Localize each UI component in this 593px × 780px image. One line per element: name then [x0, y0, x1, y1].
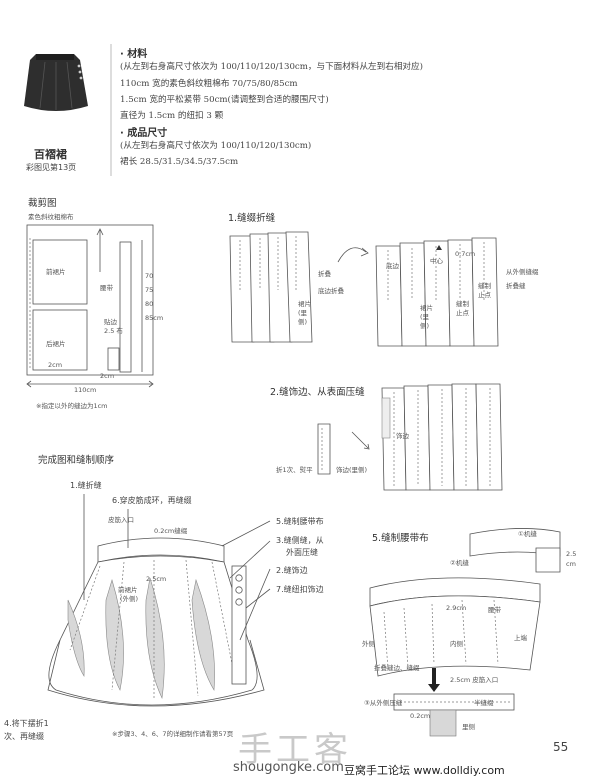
step2-fold-note: 折1次、熨平	[276, 466, 313, 474]
fin-piece-sub: (外侧)	[120, 595, 139, 603]
step5-outside: ③从外侧压缝	[364, 699, 403, 707]
cutting-diagram	[26, 224, 154, 388]
fin-dim25: 2.5cm	[146, 575, 167, 583]
step5-waist: 腰带	[488, 606, 501, 614]
skirt-photo	[24, 54, 88, 111]
fin-step7: 7.缝纽扣饰边	[276, 585, 324, 594]
step1-title: 1.缝缀折缝	[228, 213, 276, 224]
length-80: 80	[145, 300, 154, 308]
fin-entry: 皮筋入口	[108, 516, 134, 524]
step2-trim-inside: 饰边(里侧)	[336, 466, 368, 474]
materials-line-sizes: (从左到右身高尺寸依次为 100/110/120/130cm，与下面材料从左到右…	[120, 62, 423, 72]
waistband-label: 腰带	[100, 284, 113, 292]
step5-outer: 外侧	[362, 640, 375, 648]
fin-step3b: 外面压缝	[286, 548, 318, 557]
step5-fold: 折叠缝边、缝缀	[374, 664, 420, 672]
page-number: 55	[553, 740, 569, 754]
step5-entry: 2.5cm 皮筋入口	[450, 676, 499, 684]
forum-credit: 豆窝手工论坛 www.dolldiy.com	[344, 764, 505, 777]
step1-stitch-stop: 缝制止点	[456, 300, 469, 317]
cutting-fabric: 素色斜纹粗棉布	[28, 213, 74, 221]
step5-title: 5.缝制腰带布	[372, 533, 429, 544]
watermark-site: shougongke.com	[233, 760, 344, 775]
product-name: 百褶裙	[34, 148, 67, 161]
step1-outside: 从外侧缝缀	[506, 268, 539, 276]
step1-bottom-fold: 底边折叠	[318, 287, 344, 295]
seam-note: ※指定以外的缝边为1cm	[36, 402, 108, 410]
length-70: 70	[145, 272, 154, 280]
step5-dim29: 2.9cm	[446, 604, 467, 612]
width-110: 110cm	[74, 386, 97, 394]
finished-skirt-diagram	[47, 494, 271, 707]
front-piece-label: 前裙片	[46, 268, 66, 276]
fin-step6: 6.穿皮筋成环，再缝缀	[112, 496, 192, 505]
step1-piece-inside-b: 裙片(里侧)	[420, 304, 433, 330]
two-cm-a: 2cm	[48, 361, 63, 369]
length-85: 85cm	[145, 314, 164, 322]
finished-size-sizes: (从左到右身高尺寸依次为 100/110/120/130cm)	[120, 141, 312, 151]
finished-size-length: 裙长 28.5/31.5/34.5/37.5cm	[120, 157, 239, 167]
step5-d02: 0.2cm	[410, 712, 431, 720]
materials-line-buttons: 直径为 1.5cm 的纽扣 3 颗	[120, 111, 224, 121]
fin-piece: 前裙片	[118, 586, 138, 594]
fin-step4b: 次、再缝缀	[4, 732, 44, 741]
step2-diagram	[317, 383, 503, 491]
step1-fold: 折叠	[318, 270, 331, 278]
fin-step2: 2.缝饰边	[276, 566, 308, 575]
step5-dim25: 2.5	[566, 550, 577, 558]
step5-inside: 里侧	[462, 723, 475, 731]
step5-inner: 内侧	[450, 640, 463, 648]
step1-center: 中心	[430, 257, 443, 265]
step5-top: 上端	[514, 634, 527, 642]
step5-half: 半缝缀	[474, 699, 494, 707]
step1-fold-stitch: 折叠缝	[506, 282, 526, 290]
step1-stitch-stop-b: 缝制止点	[478, 282, 491, 299]
step1-center-val: 0.7cm	[455, 250, 476, 258]
fin-note: ※步骤3、4、6、7的详细制作请看第57页	[112, 730, 234, 738]
facing-label: 贴边 2.5 布	[104, 318, 123, 335]
step1-diagram	[229, 231, 499, 347]
fin-step4: 4.将下摆折1	[4, 719, 49, 728]
step2-trim: 饰边	[396, 432, 409, 440]
materials-line-fabric: 110cm 宽的素色斜纹粗棉布 70/75/80/85cm	[120, 79, 298, 89]
finished-size-header: · 成品尺寸	[120, 128, 168, 139]
step5-c2: ②机缝	[450, 559, 469, 567]
back-piece-label: 后裙片	[46, 340, 66, 348]
step2-title: 2.缝饰边、从表面压缝	[270, 387, 365, 398]
waistband-diagram	[369, 528, 561, 737]
step1-bottom: 底边	[386, 262, 399, 270]
watermark-logo: 手工客	[238, 730, 352, 770]
two-cm-b: 2cm	[100, 372, 115, 380]
fin-step3: 3.缝侧缝，从	[276, 536, 324, 545]
cutting-title: 裁剪图	[28, 198, 57, 209]
fin-seam02: 0.2cm缝缀	[154, 527, 188, 535]
fin-step1: 1.缝折缝	[70, 481, 102, 490]
length-75: 75	[145, 286, 154, 294]
step1-piece-inside: 裙片(里侧)	[298, 300, 311, 326]
product-photo-ref: 彩图见第13页	[26, 163, 77, 172]
materials-line-elastic: 1.5cm 宽的平松紧带 50cm(请调整到合适的腰围尺寸)	[120, 95, 329, 105]
finished-title: 完成图和缝制顺序	[38, 455, 115, 466]
step5-cm: cm	[566, 560, 576, 568]
step5-c1: ①机缝	[518, 530, 537, 538]
materials-header: · 材料	[120, 49, 148, 60]
fin-step5: 5.缝制腰带布	[276, 517, 324, 526]
